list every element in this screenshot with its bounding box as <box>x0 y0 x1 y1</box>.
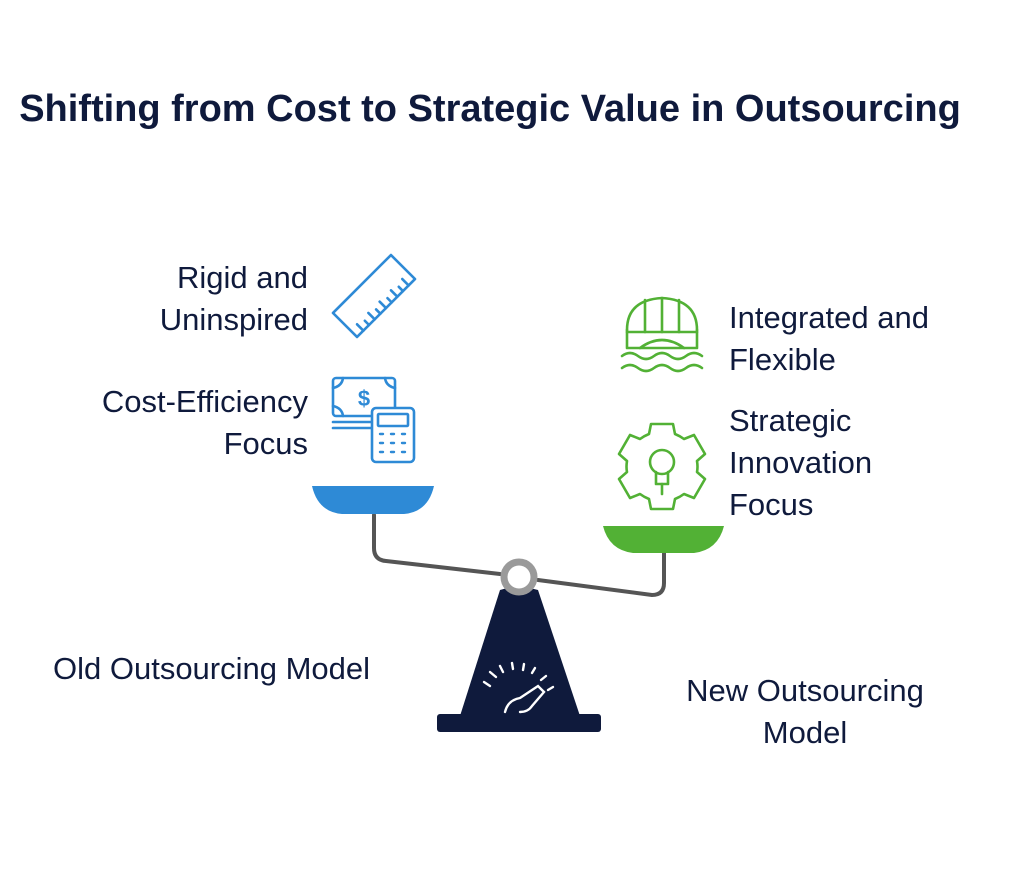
cost-efficiency-label: Cost-Efficiency Focus <box>101 384 308 461</box>
right-scale-pan <box>603 526 724 553</box>
integrated-flexible-label: Integrated and Flexible <box>729 300 929 377</box>
page-title: Shifting from Cost to Strategic Value in… <box>19 88 961 130</box>
money-calculator-icon: $ <box>331 376 416 464</box>
gauge-icon <box>482 661 555 714</box>
scale-beam <box>372 513 666 597</box>
ruler-icon <box>331 253 417 339</box>
scale-base <box>460 585 580 716</box>
scale-pivot <box>500 558 538 596</box>
strategic-innovation-label: Strategic Innovation Focus <box>729 403 873 522</box>
scale-foot <box>437 714 601 732</box>
new-model-label: New Outsourcing Model <box>686 673 924 750</box>
bridge-water-icon <box>620 296 704 373</box>
rigid-uninspired-label: Rigid and Uninspired <box>159 260 308 337</box>
svg-text:$: $ <box>358 386 370 411</box>
old-model-label: Old Outsourcing Model <box>53 651 371 686</box>
gear-lightbulb-icon <box>617 422 707 511</box>
left-scale-pan <box>312 486 434 514</box>
